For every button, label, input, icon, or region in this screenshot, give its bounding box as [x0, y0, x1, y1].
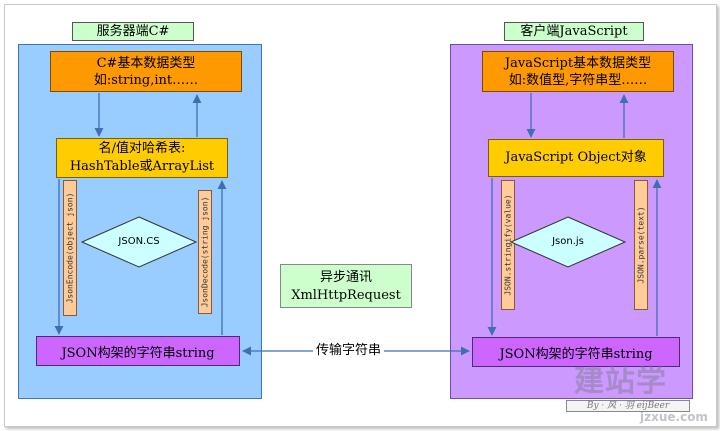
signature: By · 风 · 羽 eijBeer: [566, 400, 690, 412]
transfer-label: 传输字符串: [313, 343, 385, 359]
async-line2: XmlHttpRequest: [291, 288, 401, 303]
async-line1: 异步通讯: [319, 270, 372, 285]
client-types-box: JavaScript基本数据类型 如:数值型,字符串型……: [482, 51, 674, 92]
server-hash-line1: 名/值对哈希表:: [98, 141, 186, 156]
client-library-diamond: [509, 216, 627, 268]
server-encode-strip: JsonEncode(object json): [63, 180, 77, 316]
diagram-frame: [4, 4, 717, 427]
async-box: 异步通讯 XmlHttpRequest: [280, 264, 412, 308]
watermark-brand: 建站学: [574, 364, 667, 399]
client-stringify-strip: JSON.stringify(value): [501, 180, 515, 310]
server-hashtable-box: 名/值对哈希表: HashTable或ArrayList: [56, 138, 228, 178]
server-decode-strip: JsonDecode(string json): [198, 190, 212, 314]
server-library-label: JSON.CS: [118, 236, 160, 247]
watermark-url: jzxue.com: [640, 410, 708, 424]
client-object-label: JavaScript Object对象: [505, 150, 647, 165]
server-types-line2: 如:string,int……: [93, 73, 199, 88]
client-types-line2: 如:数值型,字符串型……: [508, 73, 648, 88]
client-types-line1: JavaScript基本数据类型: [504, 56, 652, 71]
server-hash-line2: HashTable或ArrayList: [69, 159, 215, 174]
server-json-string-box: JSON构架的字符串string: [36, 336, 240, 366]
server-title: 服务器端C#: [72, 22, 194, 41]
server-types-box: C#基本数据类型 如:string,int……: [50, 51, 242, 92]
client-json-string-box: JSON构架的字符串string: [472, 337, 680, 367]
server-types-line1: C#基本数据类型: [96, 56, 196, 71]
client-title: 客户端JavaScript: [504, 22, 644, 41]
client-library-label: Json.js: [552, 236, 584, 247]
client-object-box: JavaScript Object对象: [488, 139, 664, 177]
server-library-diamond: [80, 216, 198, 268]
client-parse-strip: JSON.parse(text): [634, 180, 648, 310]
